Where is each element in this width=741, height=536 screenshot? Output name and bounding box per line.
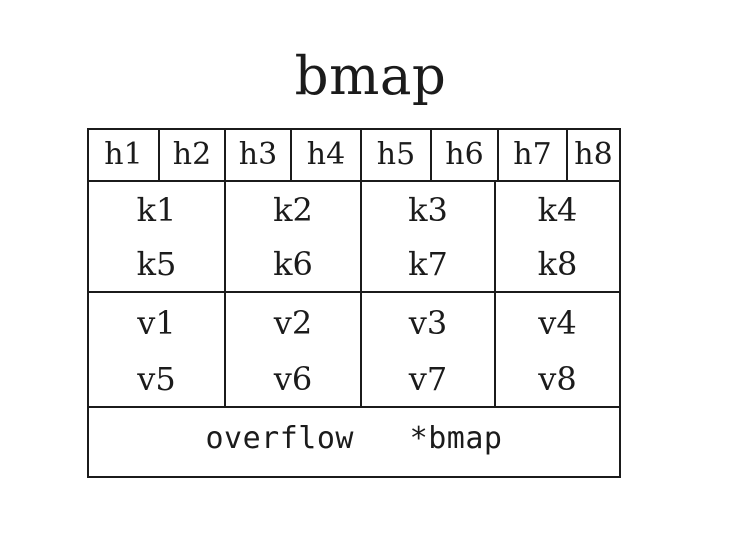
table-row-values-5-8: v5 v6 v7 v8 xyxy=(89,352,619,408)
table-row-tophash: h1 h2 h3 h4 h5 h6 h7 h8 xyxy=(89,130,619,182)
value-cell-v8: v8 xyxy=(538,360,577,398)
value-cell-v7: v7 xyxy=(362,352,496,406)
table-row-overflow: overflow *bmap xyxy=(89,408,619,470)
key-cell-k5: k5 xyxy=(89,237,226,291)
table-row-keys-1-4: k1 k2 k3 k4 xyxy=(89,182,619,237)
tophash-cell-h1: h1 xyxy=(89,130,160,180)
value-cell-v1: v1 xyxy=(89,293,226,352)
value-cell-v5: v5 xyxy=(89,352,226,406)
key-cell-k1: k1 xyxy=(89,182,226,237)
tophash-cell-h6: h6 xyxy=(432,130,499,180)
tophash-cell-h5: h5 xyxy=(362,130,432,180)
key-cell-k7: k7 xyxy=(362,237,496,291)
value-cell-v6: v6 xyxy=(226,352,362,406)
key-cell-k8: k8 xyxy=(537,245,578,283)
key-cell-k6: k6 xyxy=(226,237,362,291)
value-cell-v4: v4 xyxy=(538,303,577,342)
tophash-cell-h8: h8 xyxy=(574,137,613,172)
table-row-keys-5-8: k5 k6 k7 k8 xyxy=(89,237,619,293)
tophash-cell-h4: h4 xyxy=(292,130,362,180)
tophash-cell-h2: h2 xyxy=(160,130,226,180)
key-cell-k3: k3 xyxy=(362,182,496,237)
page-title: bmap xyxy=(294,46,447,107)
value-cell-v2: v2 xyxy=(226,293,362,352)
bmap-struct-table: h1 h2 h3 h4 h5 h6 h7 h8 k1 k2 k3 k4 k5 k… xyxy=(87,128,621,478)
key-cell-k4: k4 xyxy=(537,190,578,229)
table-row-values-1-4: v1 v2 v3 v4 xyxy=(89,293,619,352)
value-cell-v3: v3 xyxy=(362,293,496,352)
key-cell-k2: k2 xyxy=(226,182,362,237)
overflow-pointer-label: overflow *bmap xyxy=(205,421,503,456)
tophash-cell-h7: h7 xyxy=(499,130,568,180)
tophash-cell-h3: h3 xyxy=(226,130,292,180)
